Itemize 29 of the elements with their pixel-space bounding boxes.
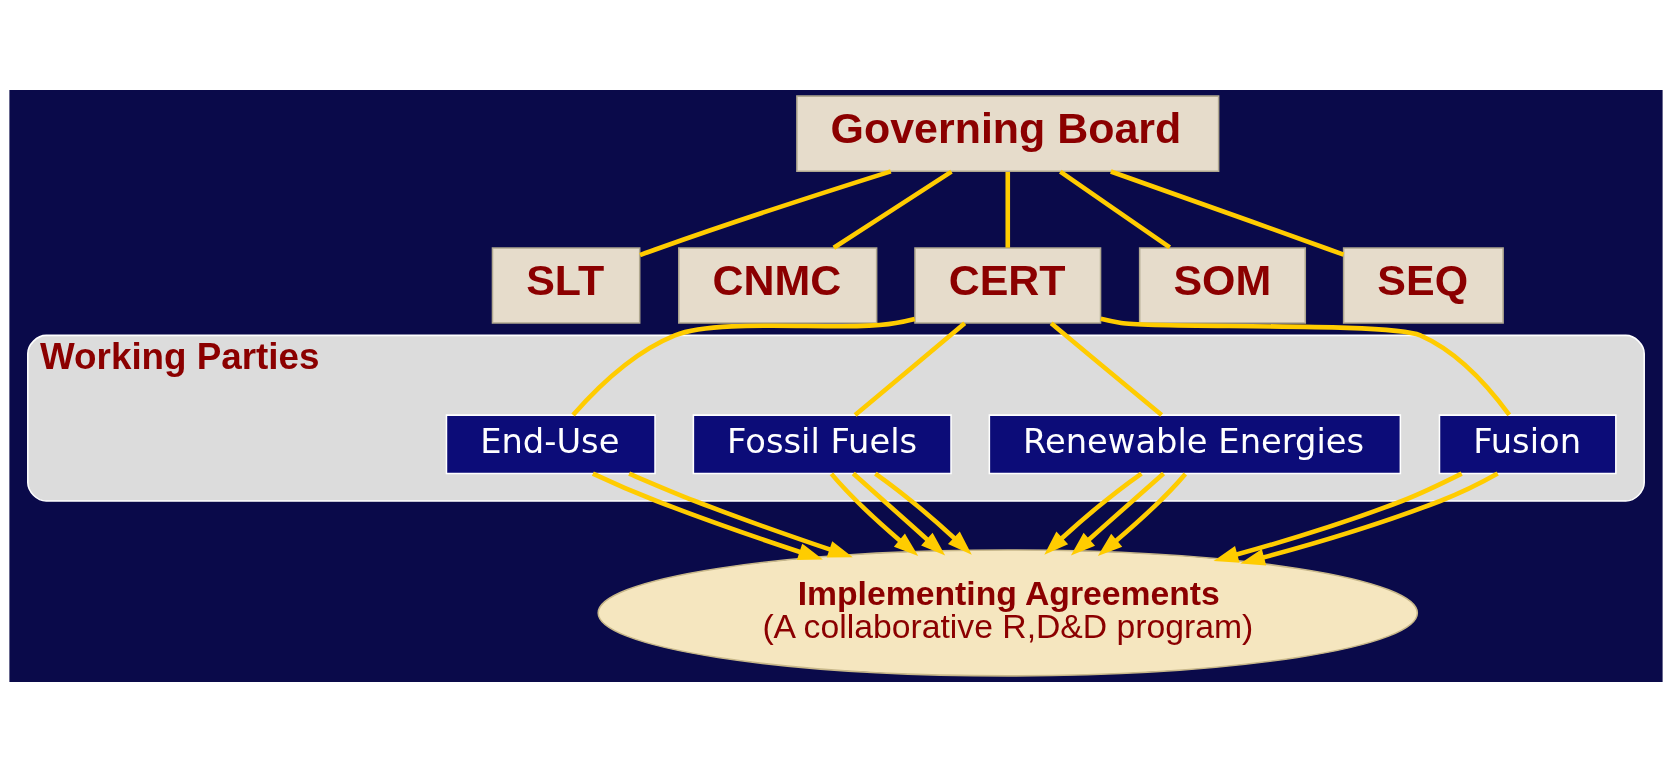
connector — [1110, 169, 1345, 257]
connector — [1005, 172, 1011, 248]
connector — [571, 316, 916, 417]
arrow — [1097, 472, 1188, 556]
arrow — [1044, 471, 1143, 555]
connector — [853, 321, 967, 417]
connector — [1059, 169, 1172, 250]
arrow — [874, 471, 972, 555]
connector — [1100, 316, 1512, 417]
arrow — [1240, 471, 1499, 566]
node-box: Renewable Energies — [988, 414, 1402, 475]
arrow — [829, 472, 919, 556]
node-box: SOM — [1138, 247, 1307, 324]
node-box: Fusion — [1438, 414, 1617, 475]
arrow — [851, 471, 946, 556]
node-box: CERT — [914, 247, 1102, 324]
arrow — [1213, 471, 1463, 563]
node-box: Fossil Fuels — [692, 414, 952, 475]
arrow — [628, 471, 853, 558]
node-box: CNMC — [678, 247, 878, 324]
node-box: Governing Board — [796, 95, 1220, 173]
node-box: SLT — [491, 247, 641, 324]
node-box: End-Use — [445, 414, 656, 475]
arrow — [591, 471, 823, 560]
connector — [1049, 321, 1164, 417]
node-box: SEQ — [1342, 247, 1504, 324]
connector — [832, 169, 953, 250]
connector — [639, 169, 892, 258]
arrow — [1070, 471, 1166, 556]
